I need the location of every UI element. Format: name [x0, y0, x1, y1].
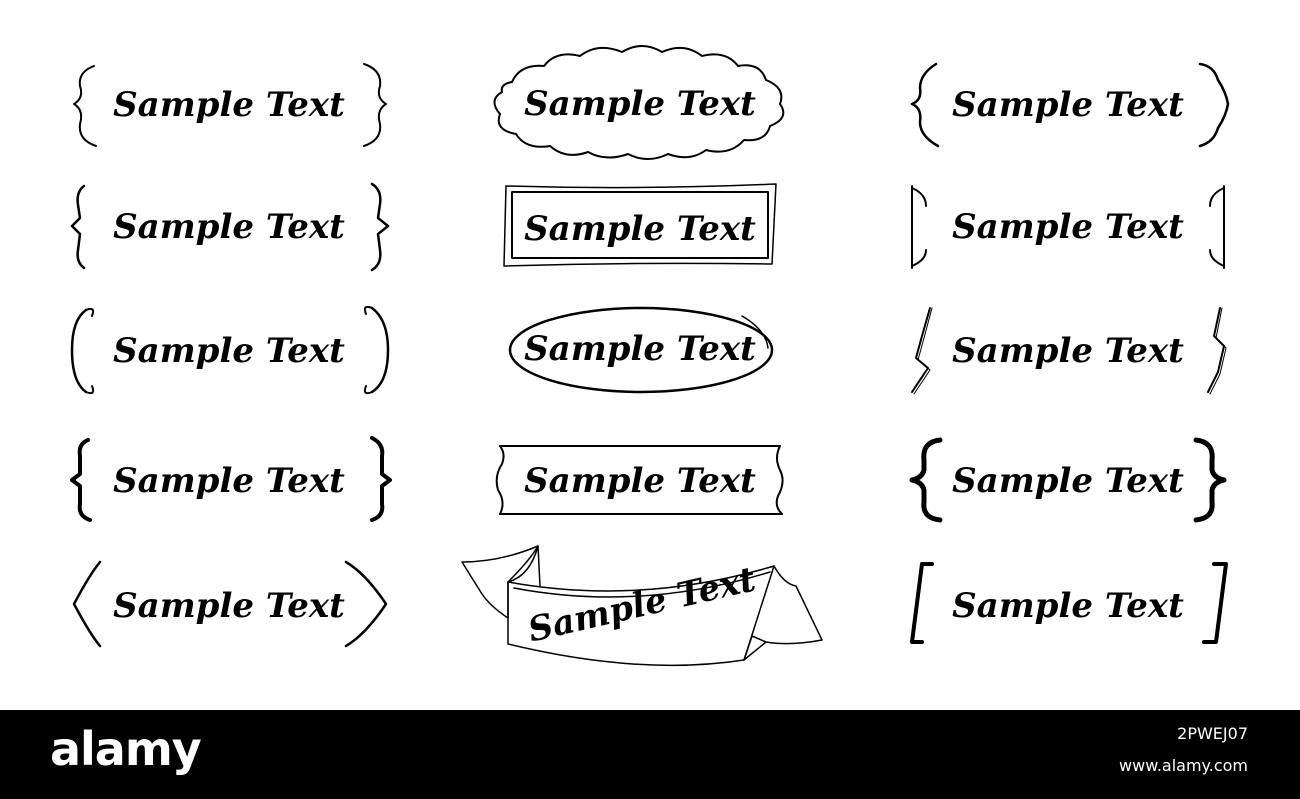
label-r2c1: Sample Text — [113, 207, 345, 247]
label-r2c2: Sample Text — [524, 209, 756, 249]
label-r4c3: Sample Text — [952, 461, 1184, 501]
label-r5c2: Sample Text — [524, 559, 759, 650]
frame-zigzag-brackets — [911, 307, 1227, 395]
watermark-footer: alamy 2PWEJ07 www.alamy.com — [0, 710, 1300, 799]
label-r4c2: Sample Text — [524, 461, 756, 501]
frame-heavy-bracket — [70, 436, 392, 522]
frame-curly-wavy — [73, 63, 387, 147]
label-r3c3: Sample Text — [952, 331, 1184, 371]
label-r1c1: Sample Text — [113, 85, 345, 125]
label-r3c1: Sample Text — [113, 331, 345, 371]
label-r4c1: Sample Text — [113, 461, 345, 501]
frames-artwork: Sample Text Sample Text Sample Text Samp… — [70, 45, 1230, 667]
brand-logo: alamy — [50, 722, 202, 776]
label-r5c1: Sample Text — [113, 586, 345, 626]
label-r2c3: Sample Text — [952, 207, 1184, 247]
frame-slanted-brackets — [910, 562, 1228, 644]
site-url: www.alamy.com — [1119, 756, 1248, 775]
frame-angle-brackets — [72, 560, 388, 648]
frame-ellipse — [508, 306, 774, 394]
frame-thin-brackets — [911, 185, 1225, 269]
image-id: 2PWEJ07 — [1177, 724, 1248, 743]
frame-double-rect — [503, 183, 777, 267]
frame-cloud — [493, 45, 785, 160]
label-r1c3: Sample Text — [952, 85, 1184, 125]
label-r5c3: Sample Text — [952, 586, 1184, 626]
frame-labels: Sample Text Sample Text Sample Text Samp… — [113, 84, 1184, 651]
frame-ribbon — [461, 545, 823, 667]
frames-canvas: Sample Text Sample Text Sample Text Samp… — [70, 45, 1230, 667]
label-r1c2: Sample Text — [524, 84, 756, 124]
frame-bracket-pointed — [70, 182, 390, 272]
label-r3c2: Sample Text — [524, 329, 756, 369]
frame-parentheses — [70, 305, 390, 395]
frame-bold-curly — [909, 437, 1227, 523]
frame-ornament-braces — [910, 62, 1230, 148]
frame-tape — [495, 445, 784, 515]
